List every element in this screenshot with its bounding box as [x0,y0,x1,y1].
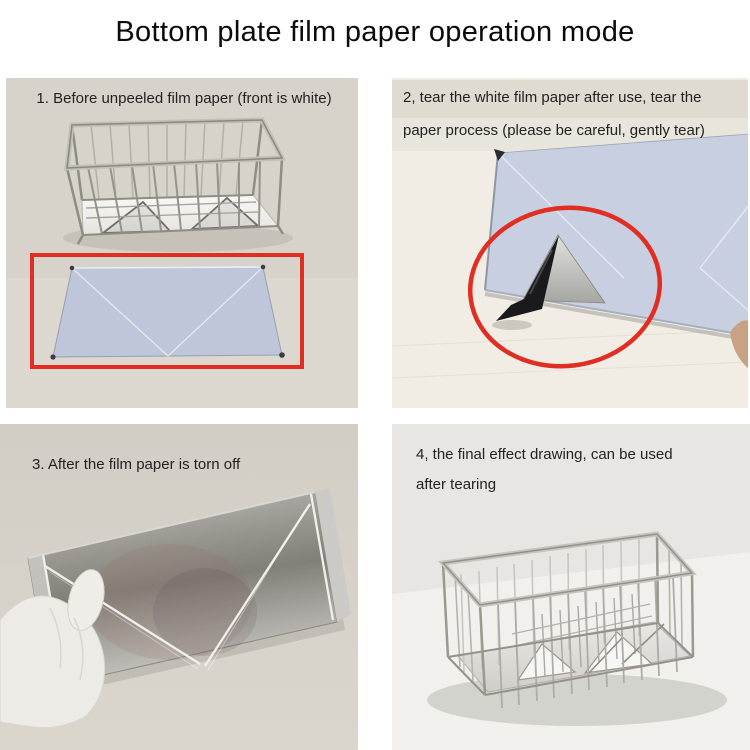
reflection-warm [88,544,252,660]
wire-basket-illustration [63,117,293,252]
step-4-caption: 4, the final effect drawing, can be used… [416,440,673,500]
step-3-photo-tile: 3. After the film paper is torn off [0,424,358,750]
film-crease-lines [71,266,264,357]
film-crease-lines [497,152,748,312]
caption-line: 1. Before unpeeled film paper (front is … [36,90,332,107]
step-3-illustration [0,424,358,750]
basket-bottom-edges [81,194,279,236]
step-1-caption: 1. Before unpeeled film paper (front is … [14,84,354,114]
caption-line: after tearing [416,476,497,493]
step-2-illustration [392,78,748,408]
plate-corner-tab [494,149,505,161]
page-title: Bottom plate film paper operation mode [115,16,635,48]
finger [730,320,748,369]
caption-line: 2, tear the white film paper after use, … [403,89,702,106]
film-covered-plate [50,264,285,360]
basket-rim-inner [66,119,284,169]
plate-corner-tabs [50,264,285,360]
gloved-hand [0,569,106,729]
red-highlight-ellipse [467,205,663,369]
step-2-photo-tile: 2, tear the white film paper after use, … [392,78,748,408]
black-film-flap [496,235,559,321]
plate-top-edge [27,491,316,559]
glove-finger-creases [49,607,84,681]
finished-basket-illustration [438,531,697,709]
reflection-dark [153,568,257,656]
caption-line: 3. After the film paper is torn off [32,456,241,473]
plate-left-edge [484,152,499,291]
basket-inner-rails [85,201,259,219]
basket-rim-inner [441,533,694,606]
step-1-photo-tile: 1. Before unpeeled film paper (front is … [6,78,358,408]
flap-highlight [529,249,553,295]
caption-line: paper process (please be careful, gently… [403,122,705,139]
bare-steel-plate [27,488,351,695]
step-4-illustration [392,424,750,750]
basket-front-wires [497,575,678,709]
step-2-caption: 2, tear the white film paper after use, … [403,81,705,147]
step-1-illustration [6,78,358,408]
film-plate-top-highlight [71,266,264,269]
right-end-cap [315,488,351,622]
flap-shadow [492,320,532,330]
caption-line: 4, the final effect drawing, can be used [416,446,673,463]
peeled-corner [492,234,606,330]
step-3-caption: 3. After the film paper is torn off [32,450,240,480]
caption-strip-1 [392,80,748,118]
step-4-photo-tile: 4, the final effect drawing, can be used… [392,424,750,750]
red-highlight-rectangle [30,253,304,369]
basket-inner-rails [511,603,653,647]
table-texture-lines [392,329,748,379]
